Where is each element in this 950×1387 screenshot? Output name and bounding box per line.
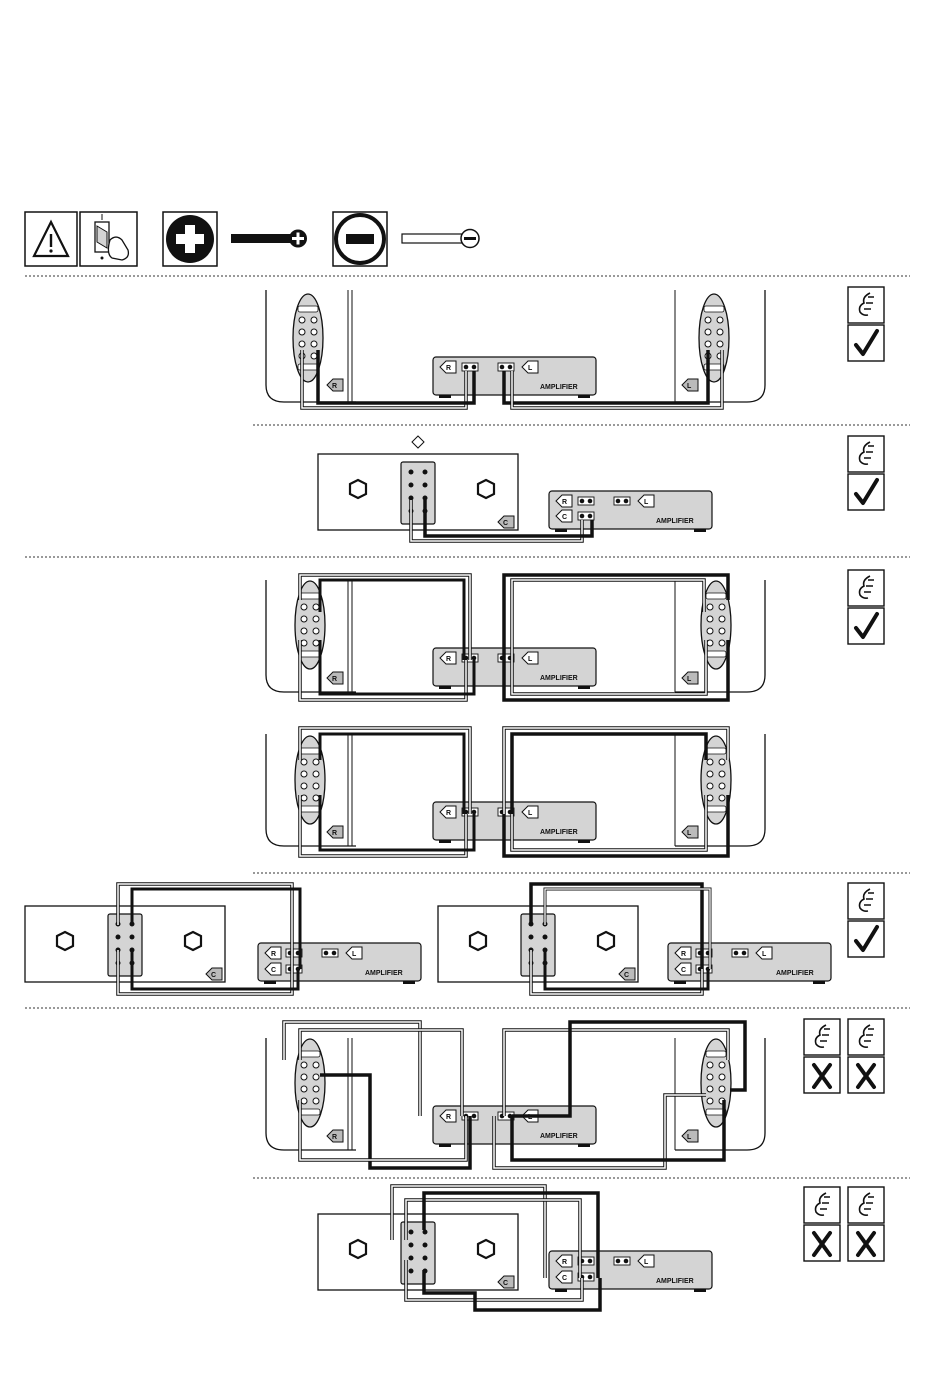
svg-text:AMPLIFIER: AMPLIFIER <box>540 675 578 682</box>
svg-text:C: C <box>503 520 508 527</box>
svg-text:C: C <box>681 967 686 974</box>
svg-text:L: L <box>528 365 533 372</box>
badges-section-2 <box>848 436 884 510</box>
amplifier <box>549 491 712 532</box>
svg-text:AMPLIFIER: AMPLIFIER <box>540 829 578 836</box>
svg-text:L: L <box>528 810 533 817</box>
svg-text:R: R <box>332 1134 337 1141</box>
badges-section-5 <box>804 1019 884 1093</box>
amplifier <box>433 357 596 398</box>
section-center-bi-wire-a: C R L C AMPLIFIER <box>25 884 421 994</box>
section-stereo-bi-wire-b: R L R L AMPLIFIER <box>266 728 765 856</box>
svg-text:L: L <box>687 676 692 683</box>
plug-icon <box>848 287 884 323</box>
section-stereo-wrong: R L R L AMPLIFIER <box>266 1022 765 1168</box>
white-wire-minus-icon <box>402 230 479 248</box>
svg-text:L: L <box>687 830 692 837</box>
power-switch-off-icon <box>80 212 137 266</box>
svg-text:AMPLIFIER: AMPLIFIER <box>540 1133 578 1140</box>
svg-text:R: R <box>271 951 276 958</box>
svg-text:C: C <box>271 967 276 974</box>
section-center-bi-wire-b: C R L C AMPLIFIER <box>438 884 831 994</box>
svg-text:R: R <box>446 810 451 817</box>
black-wire-plus-icon <box>231 230 307 248</box>
speaker-terminal-plate <box>699 294 729 382</box>
badges-section-4 <box>848 883 884 957</box>
svg-text:R: R <box>332 830 337 837</box>
svg-text:AMPLIFIER: AMPLIFIER <box>656 1278 694 1285</box>
svg-text:L: L <box>687 1134 692 1141</box>
center-speaker <box>318 454 518 530</box>
svg-text:R: R <box>446 1114 451 1121</box>
svg-text:AMPLIFIER: AMPLIFIER <box>776 970 814 977</box>
svg-text:AMPLIFIER: AMPLIFIER <box>365 970 403 977</box>
amplifier-label: AMPLIFIER <box>540 384 578 391</box>
svg-text:R: R <box>446 365 451 372</box>
section-center-single-wire: C R L C AMPLIFIER <box>318 436 712 541</box>
svg-text:R: R <box>562 499 567 506</box>
svg-text:C: C <box>211 972 216 979</box>
svg-text:R: R <box>446 656 451 663</box>
section-stereo-single-wire: R L R L AMPLIFIER <box>266 290 765 408</box>
svg-text:L: L <box>762 951 767 958</box>
badges-section-6 <box>804 1187 884 1261</box>
svg-text:L: L <box>352 951 357 958</box>
svg-text:C: C <box>562 1275 567 1282</box>
svg-text:L: L <box>528 656 533 663</box>
check-icon <box>848 325 884 361</box>
svg-text:L: L <box>644 1259 649 1266</box>
svg-text:C: C <box>503 1280 508 1287</box>
svg-text:AMPLIFIER: AMPLIFIER <box>656 518 694 525</box>
svg-text:R: R <box>562 1259 567 1266</box>
warning-icon-box <box>25 212 77 266</box>
section-center-wrong: C R L C AMPLIFIER <box>318 1186 712 1310</box>
section-stereo-bi-wire-a: R L R L AMPLIFIER <box>266 575 765 700</box>
svg-text:C: C <box>624 972 629 979</box>
plus-circle-icon <box>163 212 217 266</box>
svg-text:R: R <box>681 951 686 958</box>
badges-section-1 <box>848 287 884 361</box>
svg-text:C: C <box>562 514 567 521</box>
svg-text:L: L <box>644 499 649 506</box>
badges-section-3 <box>848 570 884 644</box>
svg-text:R: R <box>332 676 337 683</box>
channel-right-label: R <box>332 383 337 390</box>
minus-circle-icon <box>333 212 387 266</box>
channel-left-label: L <box>687 383 692 390</box>
